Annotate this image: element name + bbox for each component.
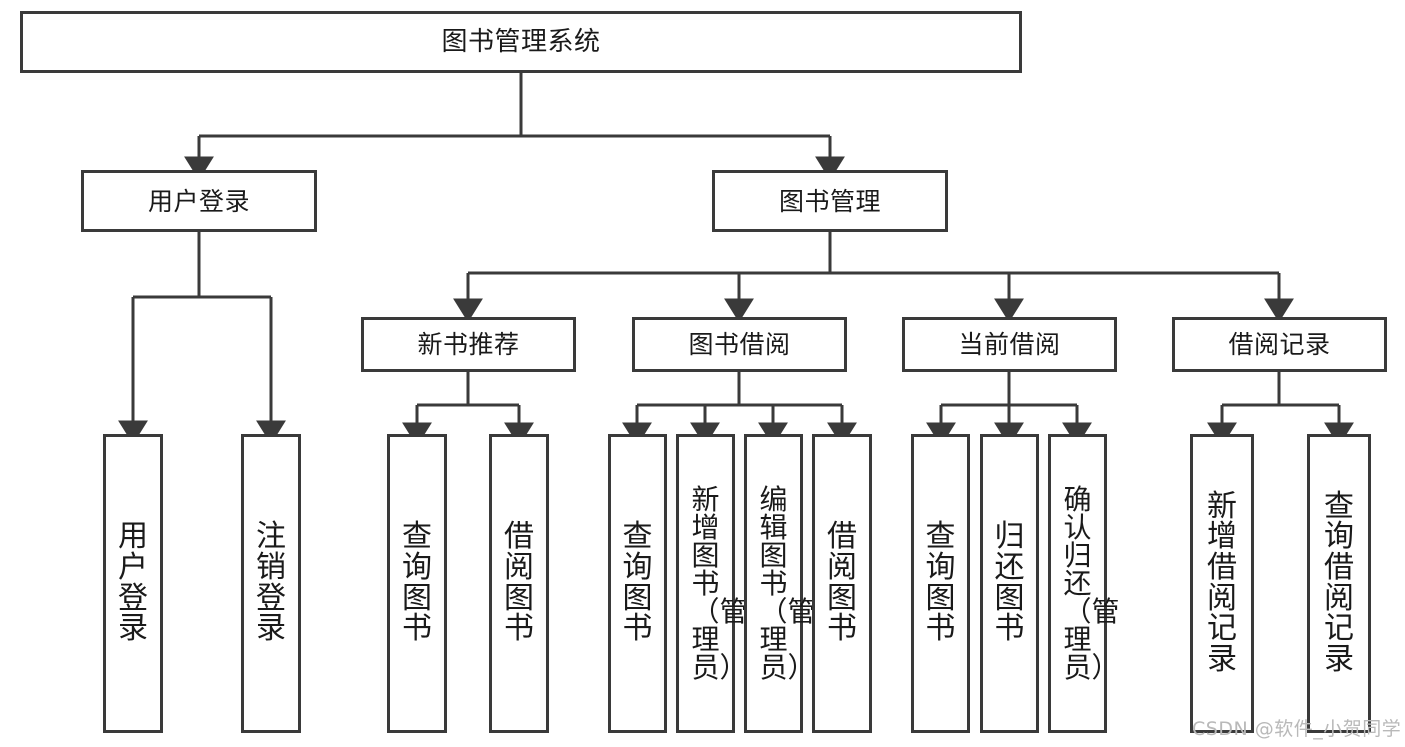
node-label: 用户登录	[147, 186, 250, 216]
node-label: 新增借阅记录	[1207, 488, 1237, 677]
csdn-watermark: CSDN @软件_小贺同学	[1192, 718, 1402, 740]
node-label: 用户登录	[118, 519, 148, 647]
leaf-borrow-book-2[interactable]: 借阅图书	[812, 434, 872, 733]
leaf-query-book-2[interactable]: 查询图书	[608, 434, 667, 733]
node-label: 归还图书	[994, 519, 1025, 647]
node-book-borrow[interactable]: 图书借阅	[632, 317, 847, 372]
node-borrow-record[interactable]: 借阅记录	[1172, 317, 1387, 372]
leaf-return-book[interactable]: 归还图书	[980, 434, 1039, 733]
leaf-logout[interactable]: 注销登录	[241, 434, 301, 733]
node-label: 注销登录	[256, 519, 286, 647]
node-label: 查询图书	[925, 519, 956, 647]
leaf-query-book-3[interactable]: 查询图书	[911, 434, 970, 733]
node-label: 确认归还（管理员）	[1063, 482, 1120, 684]
node-label: 当前借阅	[958, 330, 1061, 359]
node-label: 查询图书	[402, 519, 432, 647]
node-new-book-recommend[interactable]: 新书推荐	[361, 317, 576, 372]
leaf-add-book[interactable]: 新增图书（管理员）	[676, 434, 748, 733]
node-current-borrow[interactable]: 当前借阅	[902, 317, 1117, 372]
leaf-confirm-return[interactable]: 确认归还（管理员）	[1048, 434, 1120, 733]
leaf-user-login[interactable]: 用户登录	[103, 434, 163, 733]
node-label: 图书管理	[778, 186, 881, 216]
node-label: 借阅图书	[827, 519, 857, 647]
node-label: 借阅图书	[504, 519, 534, 647]
node-user-login[interactable]: 用户登录	[81, 170, 317, 232]
node-label: 查询借阅记录	[1324, 488, 1354, 677]
node-label: 编辑图书（管理员）	[759, 482, 816, 684]
node-label: 图书借阅	[688, 330, 791, 359]
node-label: 图书管理系统	[441, 26, 601, 57]
node-label: 新增图书（管理员）	[691, 482, 748, 684]
node-label: 查询图书	[622, 519, 653, 647]
leaf-query-book-1[interactable]: 查询图书	[387, 434, 447, 733]
node-book-manage[interactable]: 图书管理	[712, 170, 948, 232]
leaf-edit-book[interactable]: 编辑图书（管理员）	[744, 434, 816, 733]
leaf-borrow-book-1[interactable]: 借阅图书	[489, 434, 549, 733]
leaf-add-record[interactable]: 新增借阅记录	[1190, 434, 1254, 733]
leaf-query-record[interactable]: 查询借阅记录	[1307, 434, 1371, 733]
node-root-book-management-system[interactable]: 图书管理系统	[20, 11, 1022, 73]
node-label: 新书推荐	[417, 330, 520, 359]
node-label: 借阅记录	[1228, 330, 1331, 359]
